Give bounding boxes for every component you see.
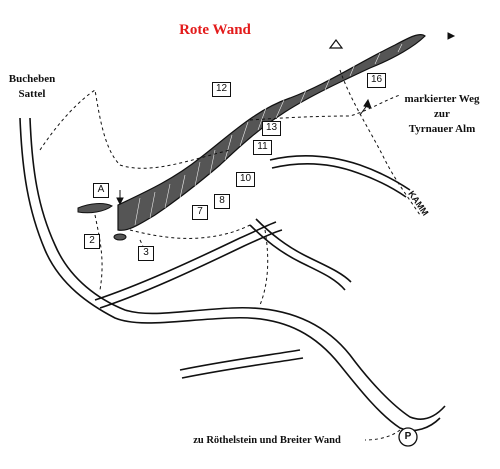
marker-2[interactable]: 2 [84,234,100,249]
marker-13[interactable]: 13 [262,121,281,136]
saddle-line-1: Bucheben [8,73,56,85]
trail-line-2: zur [434,108,450,120]
marker-11[interactable]: 11 [253,140,272,155]
map-title: Rote Wand [179,22,251,38]
label-bottom-route: zu Röthelstein und Breiter Wand [193,435,341,446]
label-marked-trail: markierter Weg zur Tyrnauer Alm [392,92,492,137]
marker-10[interactable]: 10 [236,172,255,187]
saddle-line-2: Sattel [18,88,46,100]
parking-icon: P [404,431,412,442]
label-saddle: Bucheben Sattel [2,72,62,102]
marker-16[interactable]: 16 [367,73,386,88]
marker-3[interactable]: 3 [138,246,154,261]
marker-8[interactable]: 8 [214,194,230,209]
rock-wall [117,33,426,231]
marker-7[interactable]: 7 [192,205,208,220]
trail-line-3: Tyrnauer Alm [408,123,476,135]
trail-line-1: markierter Weg [404,93,480,105]
marker-12[interactable]: 12 [212,82,231,97]
marker-A[interactable]: A [93,183,109,198]
